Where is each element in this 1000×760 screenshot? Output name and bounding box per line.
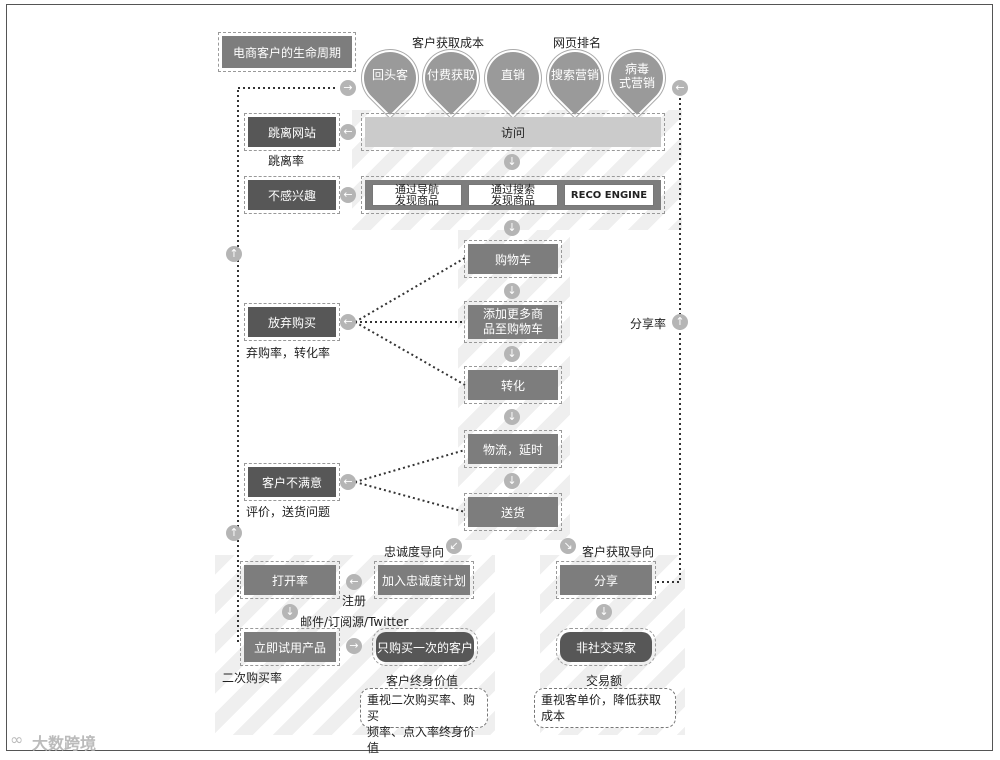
visit-label: 访问 xyxy=(500,125,525,140)
volume-label: 交易额 xyxy=(586,674,623,688)
discover-search-label: 通过搜索 发现商品 xyxy=(491,183,535,207)
arrow-up-icon: ↑ xyxy=(226,525,242,541)
not-interested-label: 不感兴趣 xyxy=(267,188,316,203)
acq-cost-label: 客户获取成本 xyxy=(412,36,485,50)
abandon-rate-label: 弃购率，转化率 xyxy=(246,346,331,360)
arrow-left-icon: ← xyxy=(346,574,362,590)
cart-label: 购物车 xyxy=(494,252,531,267)
title-banner: 电商客户的生命周期 xyxy=(218,32,356,72)
bounce-box: 跳离网站 xyxy=(244,113,340,151)
arrow-up-icon: ↑ xyxy=(226,246,242,262)
arrow-left-icon: ← xyxy=(340,187,356,203)
title-text: 电商客户的生命周期 xyxy=(232,45,341,60)
arrow-right-icon: → xyxy=(340,80,356,96)
arrow-down-icon: ↓ xyxy=(504,409,520,425)
lifetime-note: 重视二次购买率、购买 频率、点入率终身价值 xyxy=(360,688,488,755)
arrow-down-icon: ↓ xyxy=(596,604,612,620)
volume-note-text: 重视客单价，降低获取 成本 xyxy=(541,693,662,723)
non-social-label: 非社交买家 xyxy=(575,640,636,655)
not-interested-box: 不感兴趣 xyxy=(244,176,340,214)
bounce-label: 跳离网站 xyxy=(267,125,316,140)
share-rate-label: 分享率 xyxy=(630,317,667,331)
share-box: 分享 xyxy=(556,561,656,599)
open-rate-label: 打开率 xyxy=(271,573,308,588)
join-loyalty-box: 加入忠诚度计划 xyxy=(374,561,474,599)
arrow-left-icon: ← xyxy=(340,314,356,330)
arrow-left-icon: ← xyxy=(340,474,356,490)
one-time-label: 只购买一次的客户 xyxy=(376,640,473,655)
diagram-frame xyxy=(6,4,993,751)
arrow-up-icon: ↑ xyxy=(672,314,688,330)
add-more-box: 添加更多商 品至购物车 xyxy=(464,301,562,343)
cart-box: 购物车 xyxy=(464,240,562,278)
bounce-rate-label: 跳离率 xyxy=(268,154,305,168)
arrow-left-icon: ← xyxy=(672,80,688,96)
arrow-down-left-icon: ↙ xyxy=(446,538,462,554)
one-time-box: 只购买一次的客户 xyxy=(372,628,478,666)
try-product-box: 立即试用产品 xyxy=(240,628,340,666)
pin-direct-label: 直销 xyxy=(500,68,525,82)
unsatisfied-box: 客户不满意 xyxy=(244,463,340,501)
lifetime-value-label: 客户终身价值 xyxy=(386,674,459,688)
visit-bar: 访问 xyxy=(361,113,665,151)
pin-search-marketing-label: 搜索营销 xyxy=(550,68,599,82)
register-label: 注册 xyxy=(342,594,367,608)
arrow-down-right-icon: ↘ xyxy=(560,538,576,554)
review-label: 评价，送货问题 xyxy=(246,505,331,519)
arrow-down-icon: ↓ xyxy=(504,283,520,299)
page-rank-label: 网页排名 xyxy=(553,36,602,50)
share-label: 分享 xyxy=(593,573,618,588)
convert-box: 转化 xyxy=(464,366,562,404)
convert-label: 转化 xyxy=(500,378,525,393)
reco-engine-label: RECO ENGINE xyxy=(570,189,648,201)
acq-orientation-label: 客户获取导向 xyxy=(582,545,655,559)
lifetime-note-text: 重视二次购买率、购买 频率、点入率终身价值 xyxy=(367,693,476,755)
deliver-box: 送货 xyxy=(464,493,562,531)
logistics-box: 物流，延时 xyxy=(464,430,562,468)
open-rate-box: 打开率 xyxy=(240,561,340,599)
pin-paid-label: 付费获取 xyxy=(426,68,475,82)
arrow-down-icon: ↓ xyxy=(282,604,298,620)
join-loyalty-label: 加入忠诚度计划 xyxy=(381,573,466,588)
abandon-label: 放弃购买 xyxy=(267,315,316,330)
arrow-down-icon: ↓ xyxy=(504,473,520,489)
logistics-label: 物流，延时 xyxy=(482,442,543,457)
arrow-down-icon: ↓ xyxy=(504,346,520,362)
arrow-down-icon: ↓ xyxy=(504,154,520,170)
watermark-text: 大数跨境 xyxy=(32,734,97,753)
repurchase-rate-label: 二次购买率 xyxy=(222,671,283,685)
discover-nav-label: 通过导航 发现商品 xyxy=(395,183,439,207)
loyalty-orientation-label: 忠诚度导向 xyxy=(384,545,445,559)
channels-label: 邮件/订阅源/Twitter xyxy=(300,615,409,629)
add-more-label: 添加更多商 品至购物车 xyxy=(482,307,543,336)
try-product-label: 立即试用产品 xyxy=(253,640,326,655)
watermark-logo-icon: ∞ xyxy=(10,730,24,749)
arrow-down-icon: ↓ xyxy=(504,220,520,236)
arrow-right-icon: → xyxy=(346,638,362,654)
abandon-box: 放弃购买 xyxy=(244,303,340,341)
arrow-left-icon: ← xyxy=(340,124,356,140)
volume-note: 重视客单价，降低获取 成本 xyxy=(534,688,676,728)
pin-returning-label: 回头客 xyxy=(371,68,408,82)
pin-viral-label: 病毒 式营销 xyxy=(618,62,655,90)
reco-engine-box: RECO ENGINE xyxy=(564,184,654,206)
deliver-label: 送货 xyxy=(500,505,525,520)
discover-search-box: 通过搜索 发现商品 xyxy=(468,184,558,206)
non-social-box: 非社交买家 xyxy=(556,628,656,666)
discover-nav-box: 通过导航 发现商品 xyxy=(372,184,462,206)
unsatisfied-label: 客户不满意 xyxy=(261,475,322,490)
